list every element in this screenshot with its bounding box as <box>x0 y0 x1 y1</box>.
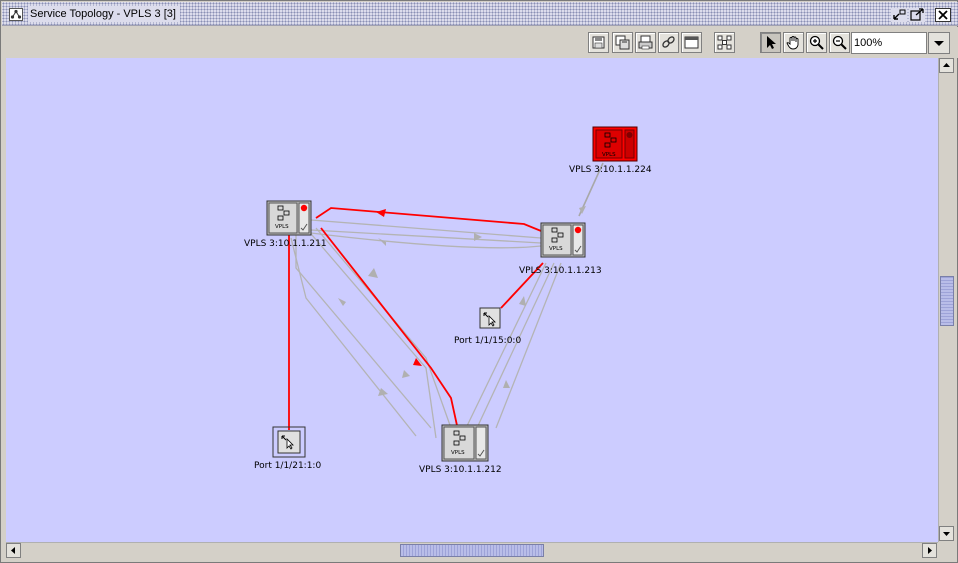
topology-toolbar: 100% <box>2 27 958 58</box>
link-211-213-b <box>310 229 542 244</box>
active-links <box>288 207 547 431</box>
vertical-scrollbar[interactable] <box>938 58 955 542</box>
link-211-212-b <box>305 227 437 439</box>
link-211-212-a <box>295 233 432 429</box>
link-211-212-c <box>315 227 452 429</box>
link-211-213-c <box>310 232 542 249</box>
port-node-21[interactable] <box>272 426 306 458</box>
node-label-213: VPLS 3:10.1.1.213 <box>519 266 602 276</box>
window-icon[interactable] <box>681 32 702 53</box>
print-icon[interactable] <box>635 32 656 53</box>
link-211-213-a <box>310 219 542 239</box>
minimize-icon[interactable] <box>891 8 907 22</box>
zoom-dropdown-button[interactable] <box>928 32 950 54</box>
pan-hand-icon[interactable] <box>783 32 804 53</box>
link-211-212-d <box>290 237 417 437</box>
svg-text:VPLS: VPLS <box>275 224 289 230</box>
svg-text:VPLS: VPLS <box>602 152 616 158</box>
node-label-211: VPLS 3:10.1.1.211 <box>244 239 327 249</box>
link-red-port15-213 <box>500 262 544 309</box>
scroll-left-button[interactable] <box>6 543 21 558</box>
svg-text:VPLS: VPLS <box>451 450 465 456</box>
horizontal-scrollbar[interactable] <box>6 542 938 558</box>
zoom-level-field[interactable]: 100% <box>851 32 927 54</box>
save-icon[interactable] <box>588 32 609 53</box>
port-label-15: Port 1/1/15:0:0 <box>454 336 522 346</box>
topology-links <box>288 162 604 439</box>
vpls-node-213[interactable]: VPLS <box>539 221 587 259</box>
link-213-212-b <box>475 262 555 431</box>
scrollbar-corner <box>938 542 955 558</box>
scroll-down-button[interactable] <box>939 526 954 541</box>
vertical-scroll-thumb[interactable] <box>940 276 954 326</box>
link-red-211-212 <box>320 227 459 431</box>
node-label-212: VPLS 3:10.1.1.212 <box>419 465 502 475</box>
link-213-212-c <box>495 262 562 429</box>
port-node-15[interactable] <box>479 307 501 329</box>
zoom-out-icon[interactable] <box>829 32 850 53</box>
scroll-up-button[interactable] <box>939 58 954 73</box>
save-as-icon[interactable] <box>612 32 633 53</box>
layout-icon[interactable] <box>714 32 735 53</box>
topology-app-icon <box>9 8 23 21</box>
topology-canvas[interactable]: VPLS VPLS 3:10.1.1.224 VPLS VPLS 3:10.1.… <box>6 58 938 542</box>
maximize-icon[interactable] <box>909 8 925 22</box>
link-red-211-213 <box>315 207 547 234</box>
link-213-212-a <box>465 262 547 429</box>
title-bar[interactable]: Service Topology - VPLS 3 [3] <box>2 2 958 26</box>
window-title: Service Topology - VPLS 3 [3] <box>28 6 180 22</box>
node-label-224: VPLS 3:10.1.1.224 <box>569 165 652 175</box>
vpls-node-211[interactable]: VPLS <box>265 199 313 237</box>
vpls-node-224[interactable]: VPLS <box>591 125 639 163</box>
vpls-node-212[interactable]: VPLS <box>440 423 490 463</box>
horizontal-scroll-thumb[interactable] <box>400 544 544 557</box>
select-icon[interactable] <box>760 32 781 53</box>
port-label-21: Port 1/1/21:1:0 <box>254 461 322 471</box>
zoom-in-icon[interactable] <box>806 32 827 53</box>
gray-arrowheads <box>338 206 586 396</box>
close-icon[interactable] <box>935 8 951 22</box>
svg-text:VPLS: VPLS <box>549 246 563 252</box>
scroll-right-button[interactable] <box>922 543 937 558</box>
link-icon[interactable] <box>658 32 679 53</box>
red-arrowheads <box>376 209 422 366</box>
